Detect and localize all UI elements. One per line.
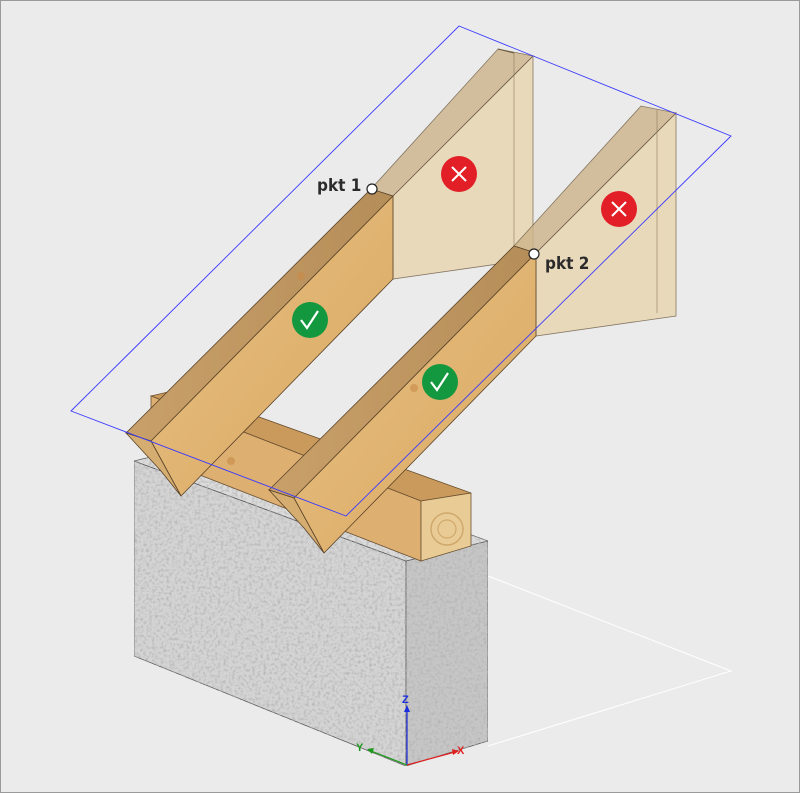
axis-y-label: Y [356, 742, 364, 754]
cross-icon [451, 166, 467, 182]
status-ok-rafter-1[interactable] [292, 302, 328, 338]
status-ok-rafter-2[interactable] [422, 364, 458, 400]
bounding-box [70, 25, 732, 517]
cross-icon [611, 201, 627, 217]
point-label: pkt 1 [317, 176, 361, 196]
rafter-1[interactable] [124, 48, 534, 497]
point-marker-pkt-2[interactable]: pkt 2 [528, 248, 589, 274]
axis-x-label: X [457, 745, 465, 757]
status-error-rafter-1[interactable] [441, 156, 477, 192]
point-marker-pkt-1[interactable]: pkt 1 [317, 176, 378, 196]
status-error-rafter-2[interactable] [601, 191, 637, 227]
axis-z-label: Z [402, 694, 409, 706]
check-icon [430, 372, 449, 392]
axis-triad: Z X Y [356, 694, 465, 766]
check-icon [300, 310, 319, 330]
ground-plane-outline [487, 575, 733, 747]
rafter-2[interactable] [267, 105, 677, 554]
point-label: pkt 2 [545, 254, 589, 274]
